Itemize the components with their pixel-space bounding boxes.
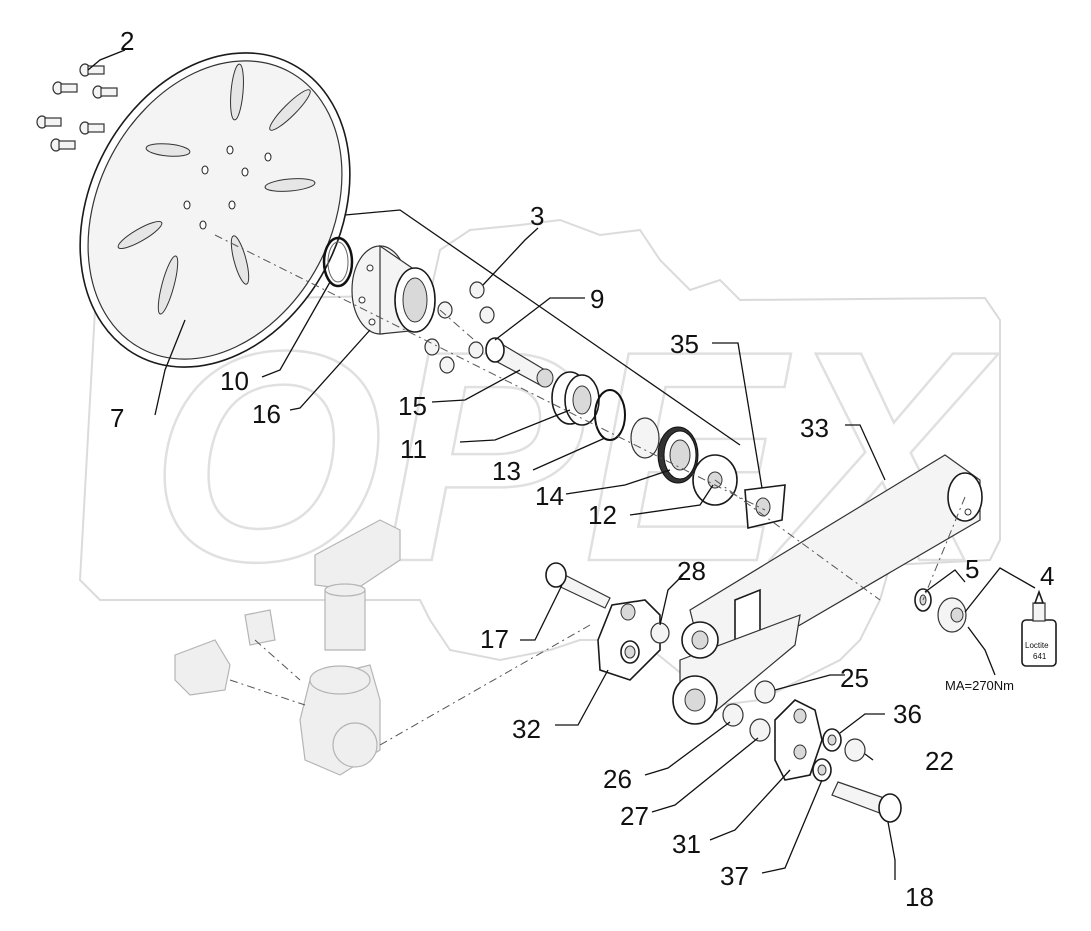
nut-part-4 (937, 597, 967, 633)
callout-17: 17 (480, 624, 509, 654)
background-gearbox-assembly (174, 519, 591, 776)
ring-part-13 (594, 389, 660, 459)
bushings-parts-25-26-27 (722, 680, 776, 742)
callout-26: 26 (603, 764, 632, 794)
callout-10: 10 (220, 366, 249, 396)
bolt-part-18 (831, 781, 902, 823)
callout-25: 25 (840, 663, 869, 693)
callout-4: 4 (1040, 561, 1054, 591)
hub-part-16 (351, 244, 436, 335)
axle-part-15 (485, 337, 554, 388)
callout-7: 7 (110, 403, 124, 433)
callout-31: 31 (672, 829, 701, 859)
arm-part-33 (672, 454, 983, 725)
bushing-part-28 (650, 622, 670, 644)
assembly-axis-lines (214, 234, 966, 601)
callout-15: 15 (398, 391, 427, 421)
callout-22: 22 (925, 746, 954, 776)
plate-part-32 (597, 599, 661, 681)
callout-2: 2 (120, 26, 134, 56)
disc-part-7 (79, 52, 351, 368)
washers-parts-36-37 (812, 728, 842, 782)
callout-11: 11 (400, 434, 427, 464)
leader-lines (87, 49, 1036, 880)
callout-27: 27 (620, 801, 649, 831)
bearing-part-11 (551, 371, 600, 426)
seal-part-14 (657, 426, 699, 484)
adhesive-tube-icon: Loctite 641 (1021, 589, 1057, 667)
callout-36: 36 (893, 699, 922, 729)
callout-5: 5 (965, 554, 979, 584)
callout-16: 16 (252, 399, 281, 429)
adhesive-label-line2: 641 (1033, 652, 1047, 661)
nut-part-22 (844, 738, 866, 762)
plate-part-35 (744, 484, 786, 529)
callout-18: 18 (905, 882, 934, 912)
callout-37: 37 (720, 861, 749, 891)
plate-part-31 (774, 699, 823, 781)
callout-3: 3 (530, 201, 544, 231)
callout-33: 33 (800, 413, 829, 443)
screws-part-2 (36, 63, 118, 152)
callout-28: 28 (677, 556, 706, 586)
callout-35: 35 (670, 329, 699, 359)
torque-note: MA=270Nm (945, 678, 1014, 693)
callout-14: 14 (535, 481, 564, 511)
callout-32: 32 (512, 714, 541, 744)
circlip-part-10 (322, 236, 354, 288)
nuts-part-3 (424, 281, 495, 374)
callout-9: 9 (590, 284, 604, 314)
adhesive-label-line1: Loctite (1025, 641, 1049, 650)
callout-13: 13 (492, 456, 521, 486)
callout-12: 12 (588, 500, 617, 530)
callout-labels: 2 3 4 5 7 9 10 11 12 13 14 15 16 17 18 2… (110, 26, 1054, 912)
bolt-part-17 (545, 562, 611, 609)
